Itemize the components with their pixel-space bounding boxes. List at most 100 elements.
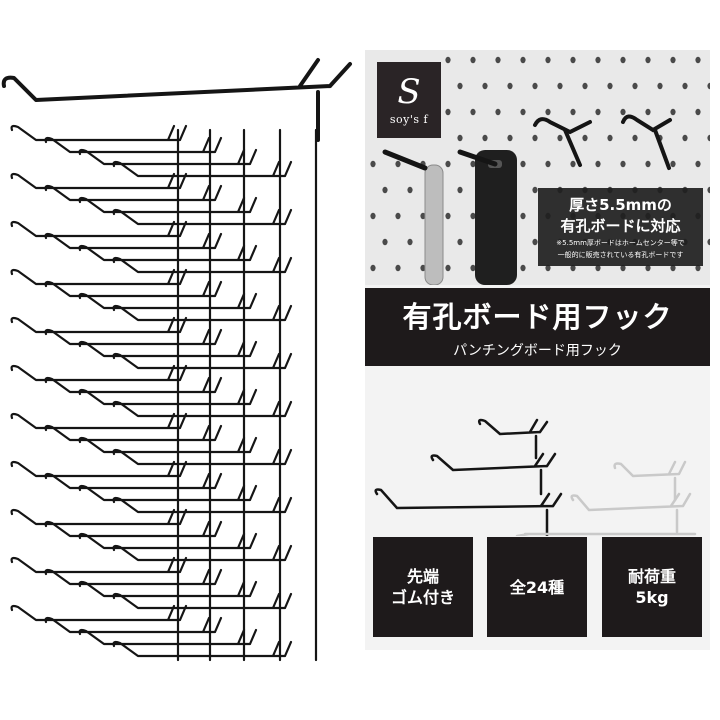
pegboard-hole (520, 160, 526, 168)
stacked-hook (112, 448, 293, 466)
large-hook (1, 58, 352, 142)
pegboard-hole (370, 264, 376, 272)
pegboard-hole (532, 134, 538, 142)
silver-hook-medium (570, 492, 692, 534)
stacked-hook (10, 268, 188, 286)
stacked-hook (10, 364, 188, 382)
feature-rubber-tip: 先端 ゴム付き (373, 537, 473, 637)
pegboard-hole (532, 186, 538, 194)
pegboard-hole (457, 82, 463, 90)
pegboard-hole (570, 56, 576, 64)
pegboard-hole (620, 264, 626, 272)
stacked-hook (44, 232, 223, 250)
pegboard-hole (595, 160, 601, 168)
spec-thickness: 厚さ5.5mmの (569, 196, 672, 214)
photo-spatula (475, 150, 517, 285)
stacked-hook (10, 412, 188, 430)
brand-name: soy's f (389, 112, 429, 126)
pegboard-hole (557, 134, 563, 142)
silver-hook-short (613, 460, 687, 502)
pegboard-hole (445, 56, 451, 64)
pegboard-hole (682, 134, 688, 142)
product-title: 有孔ボード用フック (402, 300, 673, 334)
stacked-hook (10, 220, 188, 238)
pegboard-hole (445, 212, 451, 220)
pegboard-hole (445, 108, 451, 116)
pegboard-hole (520, 108, 526, 116)
stacked-hook (44, 568, 223, 586)
pegboard-hole (607, 134, 613, 142)
photo-hook (653, 128, 671, 170)
photo-hook (621, 114, 672, 133)
stacked-hook (10, 124, 188, 142)
pegboard-hole (420, 264, 426, 272)
stacked-hook (10, 508, 188, 526)
pegboard-hole (695, 160, 701, 168)
pegboard-hole (557, 82, 563, 90)
stacked-hook (112, 400, 293, 418)
brand-mark: S (397, 71, 421, 112)
pegboard-hole (670, 264, 676, 272)
pegboard-hole (445, 160, 451, 168)
pegboard-hole (645, 108, 651, 116)
pegboard-hole (407, 186, 413, 194)
silver-hook-long (515, 532, 697, 536)
pegboard-hole (707, 238, 710, 246)
pegboard-hole (645, 56, 651, 64)
spec-note-1: ※5.5mm厚ボードはホームセンター等で (556, 239, 685, 247)
pegboard-hole (620, 56, 626, 64)
pegboard-hole (570, 160, 576, 168)
pegboard-hole (545, 160, 551, 168)
feature-rubber-tip-line1: 先端 (406, 567, 439, 586)
pegboard-hole (682, 82, 688, 90)
pegboard-hole (370, 212, 376, 220)
spec-note-2: 一般的に販売されている有孔ボードです (557, 251, 684, 259)
pegboard-hole (457, 238, 463, 246)
pegboard-hole (582, 82, 588, 90)
pegboard-hole (632, 82, 638, 90)
pegboard-hole (620, 108, 626, 116)
feature-load-line1: 耐荷重 (627, 567, 676, 586)
pegboard-hole (407, 238, 413, 246)
stacked-hook (44, 616, 223, 634)
feature-variety: 全24種 (487, 537, 587, 637)
pegboard-hole (595, 264, 601, 272)
pegboard-hole (695, 264, 701, 272)
pegboard-hole (582, 134, 588, 142)
black-hook-short (477, 418, 549, 460)
feature-load-line2: 5kg (635, 588, 669, 607)
feature-rubber-tip-line2: ゴム付き (390, 588, 455, 607)
pegboard-hole (695, 108, 701, 116)
pegboard-hole (707, 82, 710, 90)
stacked-hook (10, 604, 188, 622)
pegboard-hole (495, 108, 501, 116)
stacked-hook (112, 208, 293, 226)
pegboard-hole (507, 82, 513, 90)
pegboard-hole (545, 264, 551, 272)
stacked-hook (112, 160, 293, 178)
black-hook-long (374, 488, 563, 536)
stacked-hook (44, 424, 223, 442)
pegboard-hole (470, 56, 476, 64)
feature-variety-line1: 全24種 (509, 577, 565, 597)
pegboard-hole (620, 160, 626, 168)
stacked-hook (10, 316, 188, 334)
pegboard-hole (670, 56, 676, 64)
pegboard-hole (595, 56, 601, 64)
pegboard-hole (645, 264, 651, 272)
pegboard-hole (370, 160, 376, 168)
pegboard-hole (482, 134, 488, 142)
pegboard-hole (657, 82, 663, 90)
photo-hook (563, 128, 582, 167)
pegboard-hole (457, 134, 463, 142)
brand-logo: S soy's f (377, 62, 441, 138)
pegboard-hole (482, 82, 488, 90)
pegboard-hole (470, 108, 476, 116)
pegboard-hole (645, 160, 651, 168)
stacked-hook (44, 136, 223, 154)
pegboard-hole (445, 264, 451, 272)
stacked-hook (112, 592, 293, 610)
pegboard-hole (570, 108, 576, 116)
stacked-hook (112, 352, 293, 370)
stacked-hook (112, 304, 293, 322)
